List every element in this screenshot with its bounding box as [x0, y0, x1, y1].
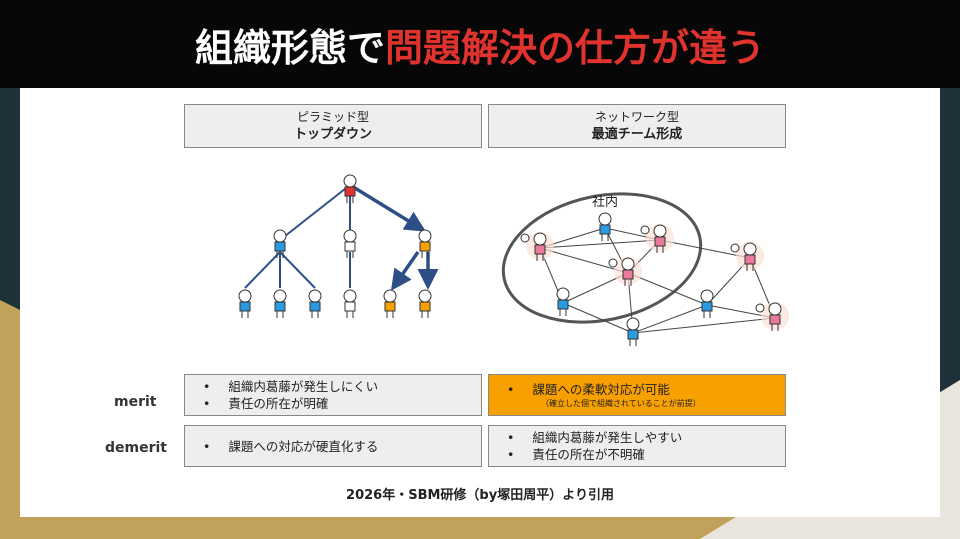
network-demerit-box: 組織内葛藤が発生しやすい責任の所在が不明確 — [488, 425, 786, 467]
pyramid-merit-item: 組織内葛藤が発生しにくい — [203, 378, 481, 395]
demerit-label: demerit — [105, 440, 167, 456]
person-body — [419, 241, 431, 252]
speech-bubble-icon — [520, 233, 530, 243]
person-body — [744, 254, 756, 265]
person-head — [418, 229, 432, 243]
network-link — [539, 239, 661, 249]
person-head — [768, 302, 782, 316]
speech-bubble-icon — [608, 258, 618, 268]
pyramid-style: トップダウン — [293, 127, 372, 142]
network-type: ネットワーク型 — [594, 110, 679, 124]
slide-title: 組織形態で問題解決の仕方が違う — [0, 0, 960, 88]
pyramid-merit-item: 責任の所在が明確 — [203, 395, 481, 412]
person-body — [419, 301, 431, 312]
network-merit-item: 課題への柔軟対応が可能 — [507, 381, 785, 398]
speech-bubble-icon — [640, 225, 650, 235]
connector — [279, 251, 316, 289]
person-head — [598, 212, 612, 226]
person-head — [626, 317, 640, 331]
network-merit-note: （確立した個で組織されていることが前提） — [541, 398, 701, 408]
person-head — [418, 289, 432, 303]
person-body — [654, 236, 666, 247]
person-head — [743, 242, 757, 256]
network-link — [659, 239, 751, 259]
person-head — [308, 289, 322, 303]
person-body — [274, 301, 286, 312]
network-demerit-item: 責任の所在が不明確 — [507, 446, 785, 463]
arrow — [349, 183, 426, 232]
pyramid-type: ピラミッド型 — [296, 110, 369, 124]
pyramid-header: ピラミッド型トップダウン — [184, 104, 482, 148]
person-body — [599, 224, 611, 235]
network-link — [627, 272, 708, 306]
network-style: 最適チーム形成 — [591, 127, 683, 142]
network-merit-box: 課題への柔軟対応が可能（確立した個で組織されていることが前提） — [488, 374, 786, 416]
person-head — [653, 224, 667, 238]
connector — [244, 251, 281, 289]
person-body — [701, 301, 713, 312]
person-head — [621, 257, 635, 271]
merit-label: merit — [114, 394, 157, 410]
person-head — [700, 289, 714, 303]
pyramid-merit-box: 組織内葛藤が発生しにくい責任の所在が明確 — [184, 374, 482, 416]
person-body — [627, 329, 639, 340]
network-link — [632, 304, 708, 334]
network-header: ネットワーク型最適チーム形成 — [488, 104, 786, 148]
person-head — [533, 232, 547, 246]
network-link — [539, 247, 629, 274]
person-head — [273, 289, 287, 303]
arrow — [390, 250, 420, 291]
speech-bubble-icon — [755, 303, 765, 313]
person-head — [556, 287, 570, 301]
network-link — [562, 302, 634, 334]
person-body — [534, 244, 546, 255]
company-ellipse — [501, 192, 703, 324]
person-head — [383, 289, 397, 303]
network-link — [632, 317, 776, 334]
person-head — [343, 174, 357, 188]
title-part1: 組織形態で — [194, 25, 385, 70]
org-diagrams: 社内 — [238, 174, 789, 346]
slide-card: ピラミッド型トップダウン ネットワーク型最適チーム形成 社内 merit dem… — [20, 88, 940, 517]
person-head — [343, 229, 357, 243]
person-head — [273, 229, 287, 243]
person-body — [622, 269, 634, 280]
person-body — [557, 299, 569, 310]
connector — [279, 184, 351, 241]
person-body — [384, 301, 396, 312]
person-body — [309, 301, 321, 312]
person-head — [343, 289, 357, 303]
person-body — [344, 241, 356, 252]
person-body — [274, 241, 286, 252]
person-head — [238, 289, 252, 303]
person-body — [344, 186, 356, 197]
person-body — [769, 314, 781, 325]
network-demerit-item: 組織内葛藤が発生しやすい — [507, 429, 785, 446]
pyramid-demerit-box: 課題への対応が硬直化する — [184, 425, 482, 467]
company-label: 社内 — [592, 194, 618, 210]
person-body — [239, 301, 251, 312]
person-body — [344, 301, 356, 312]
source-caption: 2026年・SBM研修（by塚田周平）より引用 — [346, 488, 614, 503]
pyramid-demerit-item: 課題への対応が硬直化する — [203, 438, 481, 455]
speech-bubble-icon — [730, 243, 740, 253]
title-part2: 問題解決の仕方が違う — [385, 25, 766, 70]
